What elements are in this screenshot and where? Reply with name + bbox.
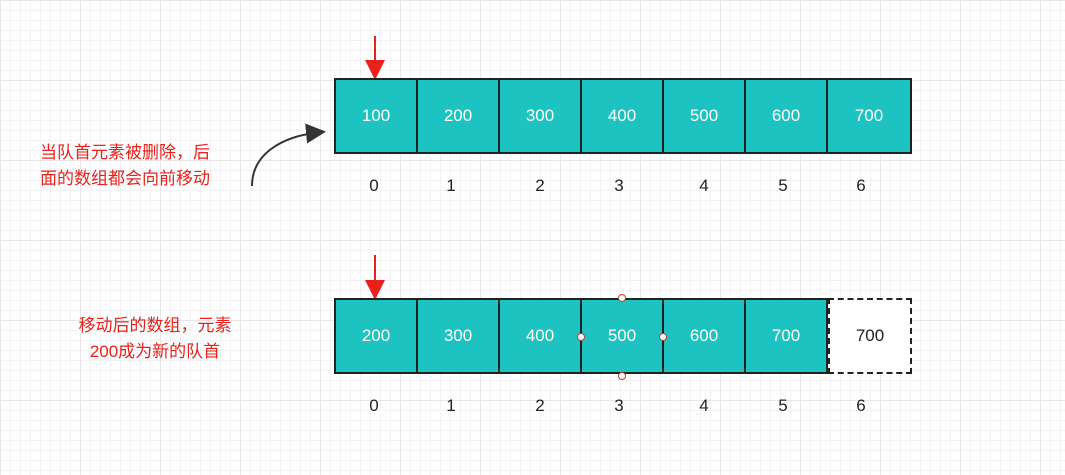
array-cell: 700: [828, 80, 910, 152]
array-cell: 600: [664, 300, 746, 372]
index-row-top: 0 1 2 3 4 5 6: [334, 176, 908, 200]
array-cell: 200: [418, 80, 500, 152]
array-index-label: 5: [778, 396, 788, 415]
selection-handle-left[interactable]: [577, 333, 585, 341]
array-index-label: 4: [699, 396, 709, 415]
selection-handle-bottom[interactable]: [618, 372, 626, 380]
array-cell: 500: [664, 80, 746, 152]
array-cell: 400: [582, 80, 664, 152]
array-cell: 200: [336, 300, 418, 372]
index-row-bottom: 0 1 2 3 4 5 6: [334, 396, 908, 420]
array-index-label: 3: [614, 396, 624, 415]
array-cell: 500: [582, 300, 664, 372]
note-line: 当队首元素被删除，后: [40, 143, 210, 162]
array-index-label: 1: [446, 176, 456, 195]
note-line: 移动后的数组，元素: [78, 316, 232, 335]
array-cell: 600: [746, 80, 828, 152]
array-index-label: 4: [699, 176, 709, 195]
array-cell: 700: [746, 300, 828, 372]
curved-arrow: [251, 123, 326, 187]
array-index-label: 5: [778, 176, 788, 195]
array-index-label: 0: [369, 176, 379, 195]
array-index-label: 0: [369, 396, 379, 415]
note-after-move: 移动后的数组，元素 200成为新的队首: [40, 313, 270, 365]
selection-handle-right[interactable]: [659, 333, 667, 341]
array-index-label: 2: [535, 396, 545, 415]
array-cell: 300: [418, 300, 500, 372]
array-index-label: 6: [856, 176, 866, 195]
array-cell: 300: [500, 80, 582, 152]
array-cell: 400: [500, 300, 582, 372]
array-cell: 100: [336, 80, 418, 152]
note-line: 200成为新的队首: [89, 342, 221, 361]
array-index-label: 2: [535, 176, 545, 195]
array-index-label: 1: [446, 396, 456, 415]
selection-handle-top[interactable]: [618, 294, 626, 302]
vacated-cell: 700: [828, 298, 912, 374]
array-index-label: 6: [856, 396, 866, 415]
note-dequeue: 当队首元素被删除，后 面的数组都会向前移动: [40, 140, 250, 192]
array-index-label: 3: [614, 176, 624, 195]
note-line: 面的数组都会向前移动: [40, 169, 210, 188]
